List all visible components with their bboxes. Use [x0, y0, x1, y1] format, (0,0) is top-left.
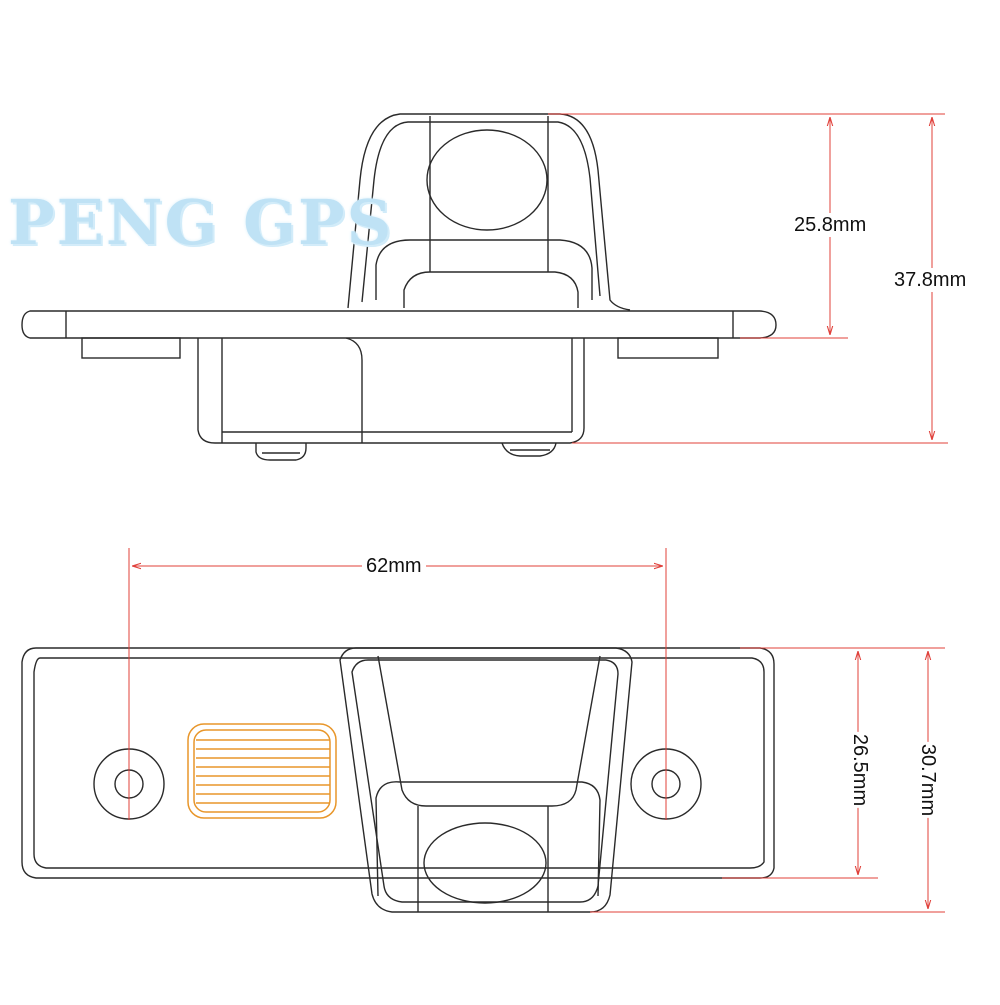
dim-label-total-depth: 30.7mm	[916, 741, 941, 819]
dim-label-lens-height: 25.8mm	[794, 213, 867, 237]
side-tab-right	[617, 337, 719, 359]
lower-body	[197, 338, 585, 444]
mounting-plate	[21, 310, 777, 339]
housing-neck	[375, 239, 593, 300]
foot-right	[501, 442, 557, 457]
license-light-pad	[187, 723, 337, 819]
lens-side-ellipse	[426, 129, 548, 231]
lens-top-ellipse	[423, 822, 547, 904]
side-tab-left	[81, 337, 181, 359]
camera-housing-inner	[361, 121, 601, 303]
camera-housing	[347, 113, 631, 311]
top-view	[21, 647, 775, 913]
housing-top-outline	[339, 647, 633, 913]
dim-label-hole-spacing: 62mm	[362, 554, 426, 578]
foot-left	[255, 443, 307, 461]
flange-plate	[21, 647, 775, 879]
side-view	[21, 113, 777, 461]
watermark-text: PENG GPS	[8, 186, 394, 259]
dim-label-total-height: 37.8mm	[894, 268, 967, 292]
dim-label-inner-depth: 26.5mm	[848, 731, 873, 809]
